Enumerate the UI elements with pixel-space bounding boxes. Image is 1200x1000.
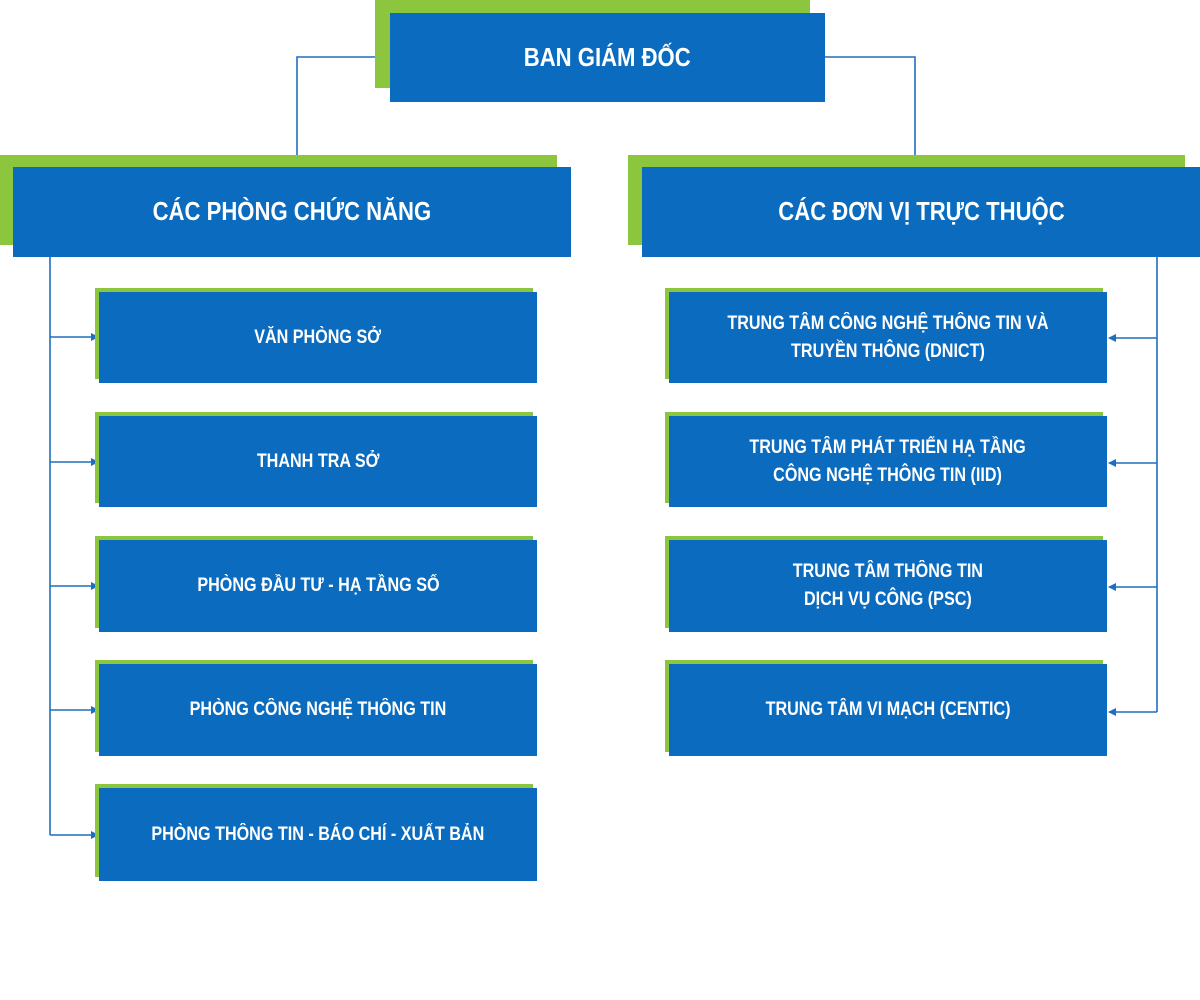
left-item-label: PHÒNG ĐẦU TƯ - HẠ TẦNG SỐ [196,575,440,597]
left-item-label: PHÒNG CÔNG NGHỆ THÔNG TIN [189,699,447,721]
left-item-label: PHÒNG THÔNG TIN - BÁO CHÍ - XUẤT BẢN [151,823,485,845]
root-label: BAN GIÁM ĐỐC [524,41,691,72]
right-item-label: TRUNG TÂM THÔNG TIN DỊCH VỤ CÔNG (PSC) [792,561,984,610]
left-item-label: VĂN PHÒNG SỞ [254,326,382,348]
left-item-label: THANH TRA SỞ [256,450,380,472]
right-item-label: TRUNG TÂM VI MẠCH (CENTIC) [765,699,1011,721]
right-group-label: CÁC ĐƠN VỊ TRỰC THUỘC [777,196,1065,227]
connector-root-right [825,56,919,167]
right-item-label: TRUNG TÂM CÔNG NGHỆ THÔNG TIN VÀ TRUYỀN … [727,312,1049,362]
connector-root-left [293,56,390,167]
right-item-label: TRUNG TÂM PHÁT TRIỂN HẠ TẦNG CÔNG NGHỆ T… [749,436,1027,486]
left-group-label: CÁC PHÒNG CHỨC NĂNG [152,196,432,227]
